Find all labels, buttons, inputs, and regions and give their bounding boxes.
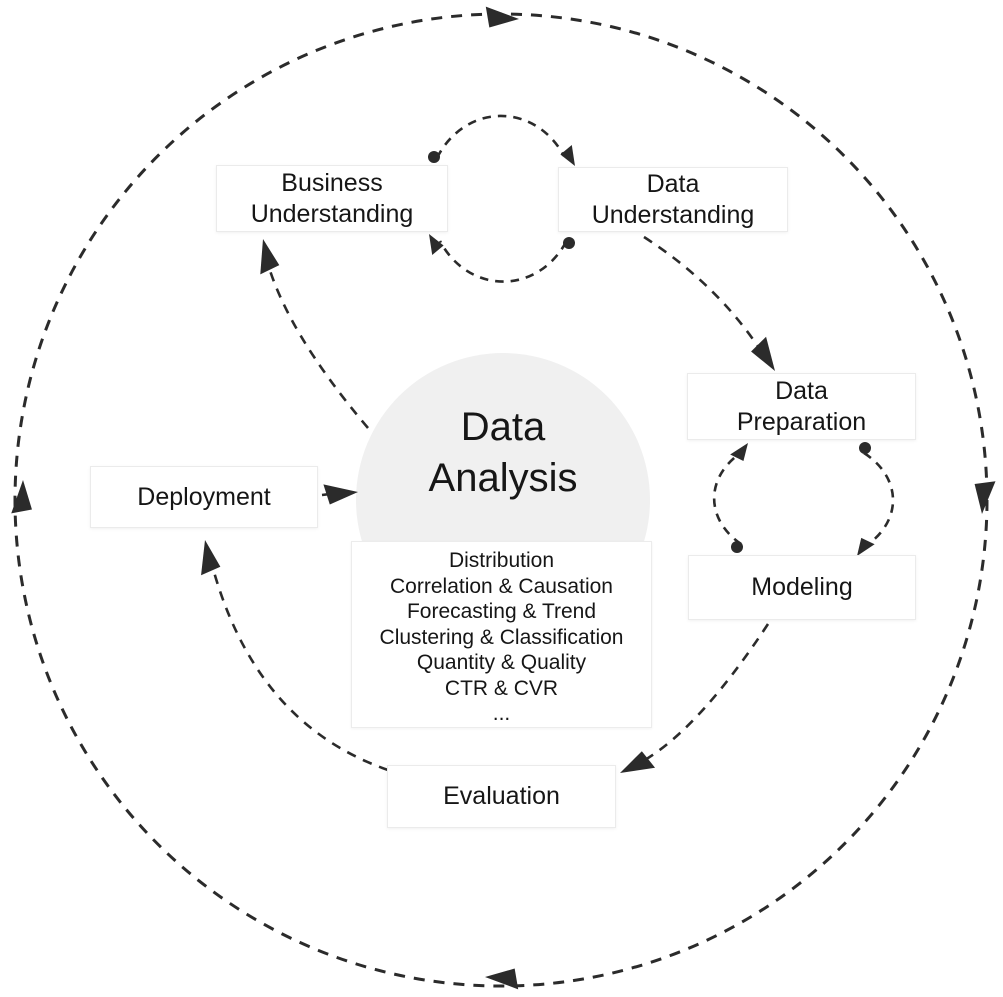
- node-deployment-label: Deployment: [137, 482, 271, 511]
- modeling-to-dp-arrow-icon: [730, 443, 748, 462]
- node-data-preparation: Data Preparation: [687, 373, 916, 440]
- node-evaluation: Evaluation: [387, 765, 616, 828]
- analysis-topic-distribution: Distribution: [448, 549, 555, 572]
- node-data-preparation-label: Data Preparation: [736, 376, 867, 436]
- node-modeling-label: Modeling: [751, 573, 853, 601]
- analysis-topic-ellipsis: ...: [492, 702, 511, 725]
- dp-modeling-cycle-dot-top: [859, 442, 871, 454]
- data-analysis-title: Data Analysis: [428, 405, 578, 500]
- analysis-topic-quantity-quality: Quantity & Quality: [416, 651, 587, 674]
- evaluation-to-deployment-link: [207, 552, 389, 772]
- deployment-to-center-arrow-icon: [323, 484, 358, 505]
- node-modeling: Modeling: [688, 555, 916, 620]
- node-data-understanding-label: Data Understanding: [591, 169, 755, 229]
- outer-cycle-arrow-top-icon: [485, 6, 519, 28]
- dp-modeling-cycle-right-arc: [860, 451, 895, 551]
- center-to-bu-link: [264, 256, 369, 429]
- modeling-to-evaluation-arrow-icon: [620, 751, 656, 773]
- node-business-understanding-label: Business Understanding: [250, 168, 414, 228]
- bu-to-du-arrow-icon: [560, 145, 575, 166]
- analysis-topic-ctr-cvr: CTR & CVR: [444, 676, 559, 700]
- analysis-topic-correlation-causation: Correlation & Causation: [390, 574, 613, 598]
- bu-du-cycle-bottom-arc: [438, 240, 568, 283]
- dp-to-modeling-arrow-icon: [857, 537, 875, 556]
- outer-cycle-arrow-left-icon: [11, 480, 32, 514]
- bu-du-cycle-dot-left: [428, 151, 440, 163]
- node-evaluation-label: Evaluation: [443, 782, 560, 810]
- dp-modeling-cycle-dot-bottom: [731, 541, 743, 553]
- node-data-understanding: Data Understanding: [558, 167, 788, 232]
- du-to-bu-arrow-icon: [429, 234, 444, 255]
- analysis-topics-box: Distribution Correlation & Causation For…: [351, 541, 652, 728]
- node-business-understanding: Business Understanding: [216, 165, 448, 232]
- analysis-topic-clustering-classification: Clustering & Classification: [379, 625, 624, 649]
- bu-du-cycle-top-arc: [435, 114, 566, 159]
- outer-cycle-arrow-bottom-icon: [485, 968, 519, 990]
- du-to-dp-arrow-icon: [751, 336, 775, 371]
- dp-modeling-cycle-left-arc: [712, 450, 743, 546]
- bu-du-cycle-dot-right: [563, 237, 575, 249]
- analysis-topic-forecasting-trend: Forecasting & Trend: [406, 600, 597, 623]
- node-deployment: Deployment: [90, 466, 318, 528]
- center-to-bu-arrow-icon: [260, 239, 280, 275]
- evaluation-to-deployment-arrow-icon: [201, 540, 221, 576]
- modeling-to-evaluation-link: [631, 623, 770, 769]
- outer-cycle-arrow-right-icon: [974, 481, 996, 514]
- du-to-dp-link: [643, 235, 770, 363]
